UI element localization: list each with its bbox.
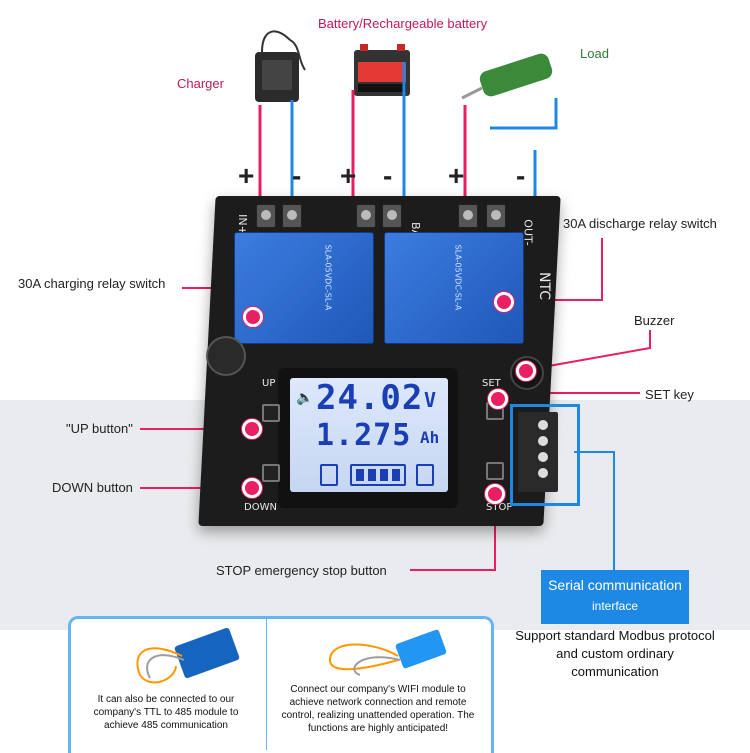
stop-button-label: STOP emergency stop button	[216, 563, 387, 578]
load-label: Load	[580, 46, 609, 61]
set-silk-label: SET	[482, 378, 501, 389]
battery-minus-sign: -	[383, 160, 393, 191]
stop-button-marker	[485, 484, 505, 504]
buzzer-label: Buzzer	[634, 313, 675, 328]
down-silk-label: DOWN	[244, 502, 277, 513]
serial-description: Support standard Modbus protocol and cus…	[515, 628, 715, 679]
down-button[interactable]	[262, 464, 280, 482]
charger-minus-sign: -	[292, 160, 302, 191]
terminal-screw	[382, 204, 402, 228]
battery-label: Battery/Rechargeable battery	[318, 16, 488, 31]
down-button-marker	[242, 478, 262, 498]
serial-pin	[538, 452, 548, 462]
serial-pin	[538, 468, 548, 478]
up-button-label: "UP button"	[66, 421, 133, 436]
battery-small-icon	[320, 464, 338, 486]
buzzer-marker	[516, 361, 536, 381]
ttl485-description: It can also be connected to our company'…	[93, 694, 239, 731]
serial-interface-panel: Serial communication interface	[541, 570, 689, 624]
load-resistor-icon	[461, 53, 553, 100]
set-key-marker	[488, 389, 508, 409]
charger-plus-sign: +	[238, 160, 255, 191]
charging-relay-label: 30A charging relay switch	[18, 276, 166, 291]
battery-level-bar	[380, 469, 388, 481]
terminal-screw	[486, 204, 506, 228]
serial-highlight-box	[510, 404, 580, 506]
battery-level-indicator	[350, 464, 406, 486]
stop-button[interactable]	[486, 462, 504, 480]
terminal-screw	[356, 204, 376, 228]
capacitor	[206, 336, 246, 376]
charging-relay-marker	[243, 307, 263, 327]
wifi-module-icon	[328, 629, 447, 676]
voltage-readout: 24.02	[316, 378, 424, 418]
up-button-marker	[242, 419, 262, 439]
load-minus-sign: -	[516, 160, 526, 191]
battery-level-bar	[356, 469, 364, 481]
serial-title: Serial communication	[548, 577, 682, 593]
down-button-label: DOWN button	[52, 480, 133, 495]
capacity-readout: 1.275	[316, 418, 412, 453]
battery-icon	[354, 44, 410, 96]
charger-label: Charger	[177, 76, 224, 91]
battery-level-bar	[368, 469, 376, 481]
terminal-screw	[458, 204, 478, 228]
charger-icon	[255, 30, 306, 102]
panel-divider	[266, 618, 267, 750]
terminal-screw	[282, 204, 302, 228]
up-silk-label: UP	[262, 378, 276, 389]
up-button[interactable]	[262, 404, 280, 422]
ttl-485-module-icon	[136, 627, 240, 684]
serial-pin	[538, 436, 548, 446]
terminal-screw	[256, 204, 276, 228]
capacity-unit: Ah	[420, 428, 440, 447]
speaker-icon: 🔈	[296, 390, 314, 406]
discharge-relay-label: 30A discharge relay switch	[563, 216, 717, 231]
lcd-display: 🔈 24.02 V 1.275 Ah	[290, 378, 448, 492]
voltage-unit: V	[424, 388, 437, 412]
set-key-label: SET key	[645, 387, 694, 402]
wifi-description: Connect our company's WIFI module to ach…	[281, 684, 475, 734]
battery-plus-sign: +	[340, 160, 357, 191]
battery-level-bar	[392, 469, 400, 481]
discharge-relay: SLA-05VDC-SL-A	[384, 232, 524, 344]
serial-pin	[538, 420, 548, 430]
load-plus-sign: +	[448, 160, 465, 191]
stop-silk-label: STOP	[486, 502, 513, 513]
serial-subtitle: interface	[591, 599, 639, 613]
charging-icon	[416, 464, 434, 486]
discharge-relay-marker	[494, 292, 514, 312]
